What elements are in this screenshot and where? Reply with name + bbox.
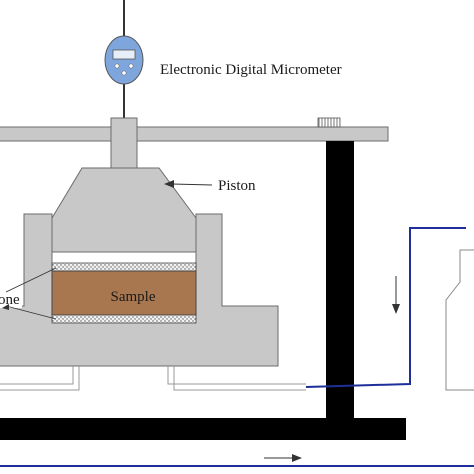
bottom-porous-stone [51,314,197,324]
micrometer-label: Electronic Digital Micrometer [160,62,342,78]
piston-leader [171,183,213,186]
drainage-tube-left [0,366,80,391]
crossbeam [0,126,389,142]
stone-leader-top [5,267,57,293]
water-reservoir [445,249,474,391]
piston-rod [110,117,138,169]
top-porous-stone [51,262,197,272]
adjustment-screw [317,117,341,128]
arrow-icon [392,276,400,314]
digital-micrometer-icon [104,35,144,85]
water-line [305,227,466,388]
sample-label: Sample [111,289,156,305]
piston-label: Piston [218,178,256,194]
frame-base [0,418,406,440]
stone-arrowhead [2,304,9,310]
piston [51,167,197,253]
arrow-icon [264,454,302,462]
stone-leader-bottom [5,305,57,320]
porous-stone-label: one [0,292,20,308]
frame-post [326,141,354,423]
piston-arrowhead [164,180,174,188]
sample [51,270,197,316]
stone-label-bg [0,288,22,308]
drainage-tube-right [167,366,306,391]
